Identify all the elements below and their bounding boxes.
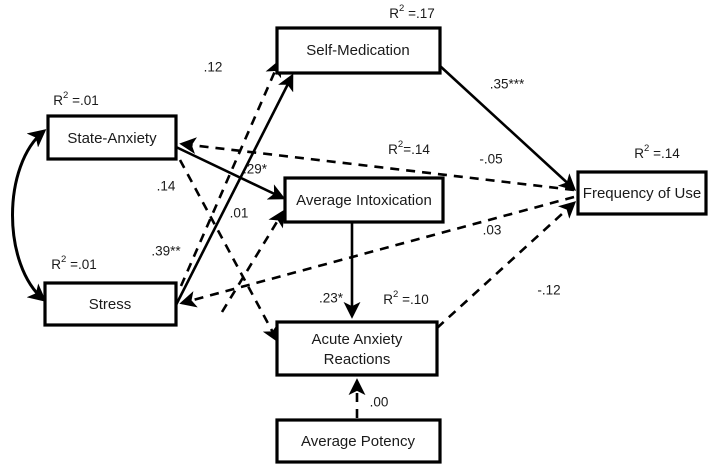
coef-label-frequency-to-state-anxiety: -.05 — [479, 152, 502, 167]
r2-label-frequency-of-use: R2 =.14 — [634, 143, 680, 161]
node-self-medication[interactable]: Self-Medication R2 =.17 — [275, 3, 442, 75]
node-label-acute-anxiety-line1: Acute Anxiety — [312, 331, 403, 348]
coef-label-intoxication-to-state-anxiety: .29* — [243, 162, 268, 177]
edge-stateanxiety-stress-correlation — [11, 129, 47, 302]
coefficient-labels-layer: .12 .35*** .29* .14 .01 .39** -.05 .03 -… — [151, 60, 560, 410]
coef-label-stress-to-intoxication: .01 — [230, 206, 249, 221]
edge-self-medication-to-frequency-of-use — [439, 65, 577, 191]
coef-label-frequency-to-stress: .03 — [483, 223, 502, 238]
edge-acute-anxiety-to-frequency-of-use — [436, 201, 577, 329]
coef-label-stress-solid-to-self-medication: .39** — [151, 244, 181, 259]
edge-state-anxiety-to-acute-anxiety-reactions — [178, 159, 279, 343]
node-average-intoxication[interactable]: Average Intoxication R2=.14 — [283, 139, 445, 224]
r2-label-average-intoxication: R2=.14 — [388, 139, 430, 157]
r2-label-acute-anxiety: R2 =.10 — [383, 289, 428, 307]
node-frequency-of-use[interactable]: Frequency of Use R2 =.14 — [576, 143, 708, 216]
node-stress[interactable]: Stress R2 =.01 — [43, 254, 178, 327]
node-state-anxiety[interactable]: State-Anxiety R2 =.01 — [46, 90, 178, 161]
node-label-frequency-of-use: Frequency of Use — [583, 185, 701, 202]
coef-label-stress-to-self-medication: .12 — [204, 60, 223, 75]
edge-stress-to-self-medication — [179, 59, 282, 287]
node-label-acute-anxiety-line2: Reactions — [324, 351, 391, 368]
nodes-layer: State-Anxiety R2 =.01 Stress R2 =.01 Sel… — [43, 3, 708, 464]
edge-stress-to-average-intoxication — [220, 209, 285, 313]
coef-label-potency-to-acute-anxiety: .00 — [370, 395, 389, 410]
node-label-average-intoxication: Average Intoxication — [296, 192, 432, 209]
node-label-average-potency: Average Potency — [301, 433, 415, 450]
node-label-self-medication: Self-Medication — [306, 42, 409, 59]
edge-frequency-of-use-to-stress — [179, 195, 575, 308]
edges-layer — [11, 59, 577, 418]
r2-label-stress: R2 =.01 — [51, 254, 96, 272]
edge-stress-to-self-medication-solid — [174, 73, 294, 306]
edge-state-anxiety-to-average-intoxication — [175, 145, 286, 200]
node-acute-anxiety-reactions[interactable]: Acute Anxiety Reactions R2 =.10 — [275, 289, 439, 377]
coef-label-acute-anxiety-to-frequency: -.12 — [537, 283, 560, 298]
coef-label-state-anxiety-to-intoxication: .14 — [157, 179, 176, 194]
node-label-state-anxiety: State-Anxiety — [67, 130, 157, 147]
node-average-potency[interactable]: Average Potency — [275, 418, 442, 464]
edge-frequency-of-use-to-state-anxiety — [179, 137, 575, 192]
coef-label-intoxication-to-acute-anxiety: .23* — [319, 291, 344, 306]
node-label-stress: Stress — [89, 296, 132, 313]
coef-label-self-medication-to-frequency: .35*** — [490, 77, 525, 92]
r2-label-self-medication: R2 =.17 — [389, 3, 434, 21]
r2-label-state-anxiety: R2 =.01 — [53, 90, 98, 108]
